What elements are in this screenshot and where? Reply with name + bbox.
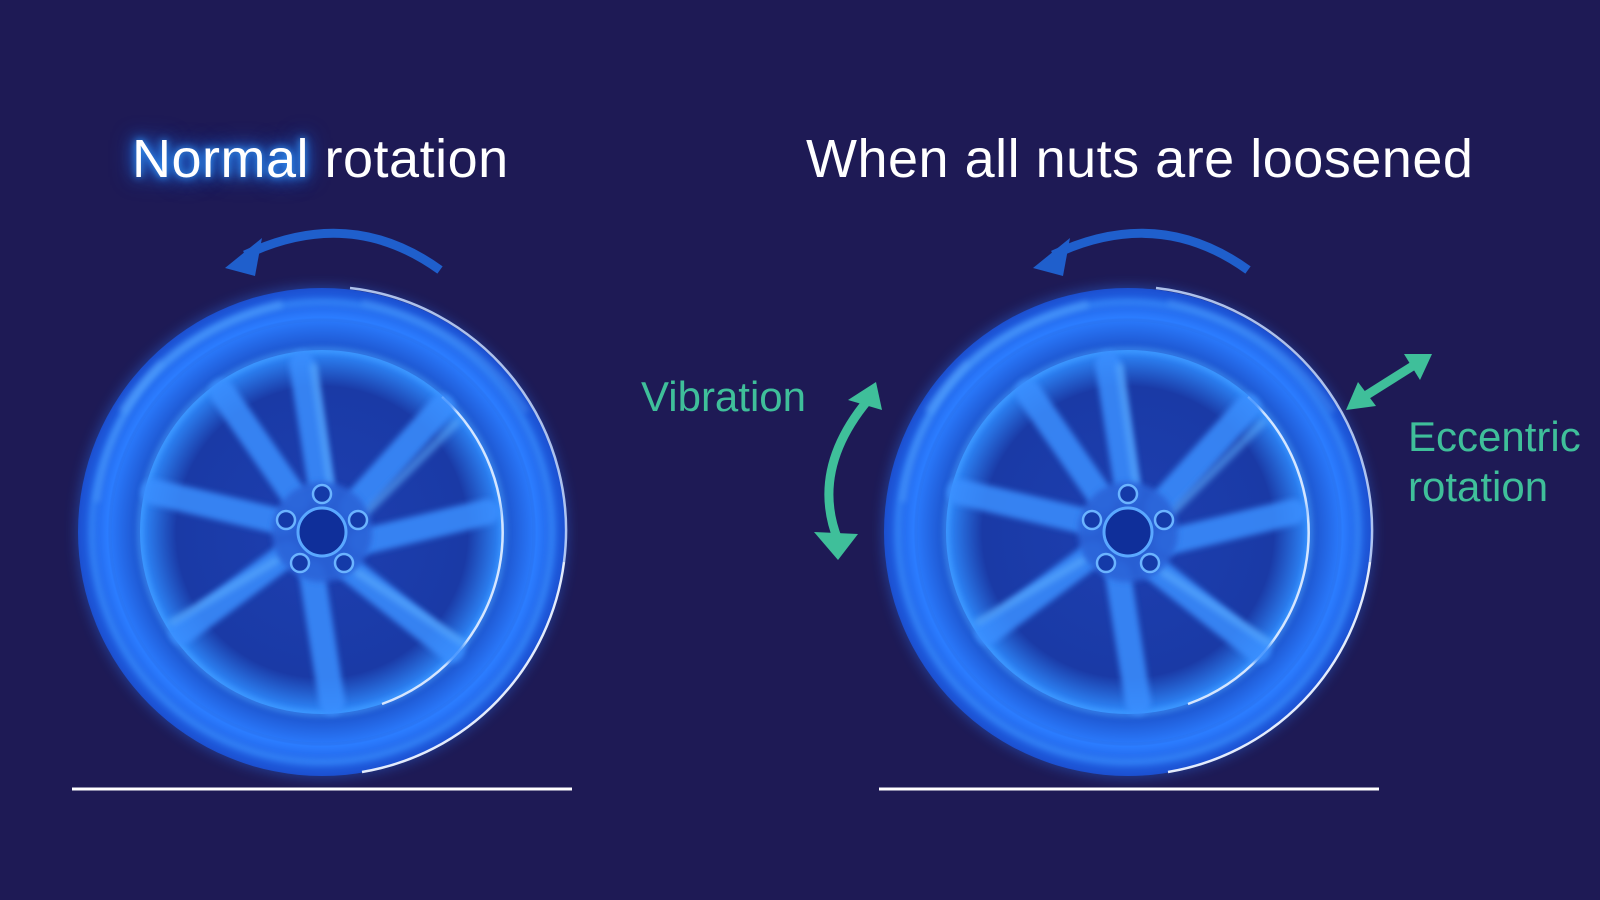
rotation-arrow-icon (1033, 228, 1251, 276)
label-eccentric-line1: Eccentric (1408, 413, 1581, 460)
wheel-normal (76, 286, 568, 778)
rotation-arrow-icon (225, 228, 443, 276)
title-rest: rotation (309, 129, 509, 189)
title-highlight: Normal (132, 129, 310, 189)
wheel-loosened (882, 286, 1374, 778)
title-loosened: When all nuts are loosened (806, 129, 1474, 189)
vibration-arrow-icon (814, 382, 882, 560)
eccentric-arrow-icon (1346, 354, 1432, 410)
label-eccentric-line2: rotation (1408, 463, 1549, 511)
title-normal-rotation: Normal rotation (132, 132, 509, 186)
label-vibration: Vibration (641, 373, 807, 420)
label-eccentric-rotation: Eccentric rotation (1408, 412, 1581, 513)
